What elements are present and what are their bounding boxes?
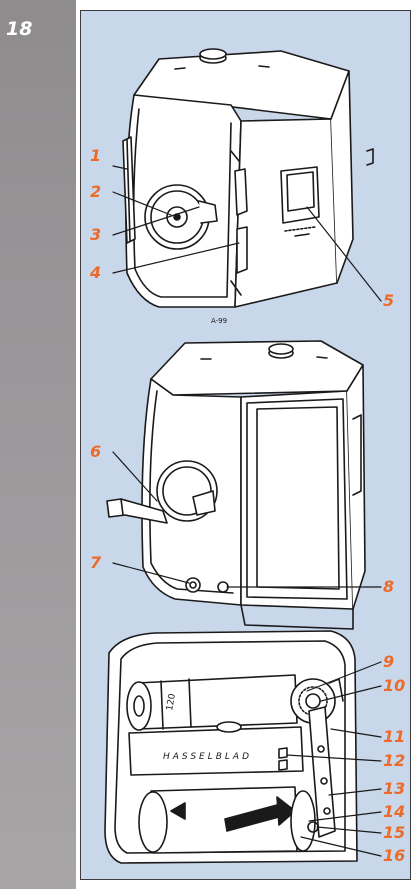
side-strip: 18 [0, 0, 76, 889]
callout-7: 7 [90, 553, 102, 572]
page-number: 18 [6, 18, 33, 40]
spool-label: 120 [165, 693, 178, 712]
illustration-panel: A-99 [80, 10, 411, 880]
film-clamp-rail [308, 706, 336, 838]
illustration-svg: A-99 [104, 48, 382, 864]
callout-13: 13 [383, 779, 406, 798]
callout-15: 15 [383, 823, 406, 842]
insert-nameplate [128, 726, 304, 776]
magazine-front-view: A-99 [122, 48, 374, 325]
callout-11: 11 [383, 727, 406, 746]
callout-14: 14 [383, 802, 406, 821]
magazine-mark: A-99 [211, 317, 227, 325]
film-plane-window [256, 406, 340, 590]
callout-3: 3 [90, 225, 102, 244]
callout-4: 4 [90, 263, 102, 282]
magazine-rear-view [106, 340, 366, 630]
callout-12: 12 [383, 751, 406, 770]
callout-6: 6 [90, 442, 102, 461]
callout-10: 10 [383, 676, 406, 695]
callout-9: 9 [383, 652, 395, 671]
lower-spool [150, 786, 298, 854]
magazine-rear-top [150, 340, 364, 396]
magazine-top [133, 50, 350, 120]
film-insert: 120 HASSELBLAD [104, 630, 358, 864]
callout-16: 16 [383, 846, 406, 865]
callout-8: 8 [383, 577, 395, 596]
callout-5: 5 [383, 291, 395, 310]
callout-2: 2 [90, 182, 102, 201]
brand-name: HASSELBLAD [163, 752, 252, 762]
release-button [185, 577, 201, 593]
callout-1: 1 [90, 146, 102, 165]
leader-lines [112, 165, 382, 857]
